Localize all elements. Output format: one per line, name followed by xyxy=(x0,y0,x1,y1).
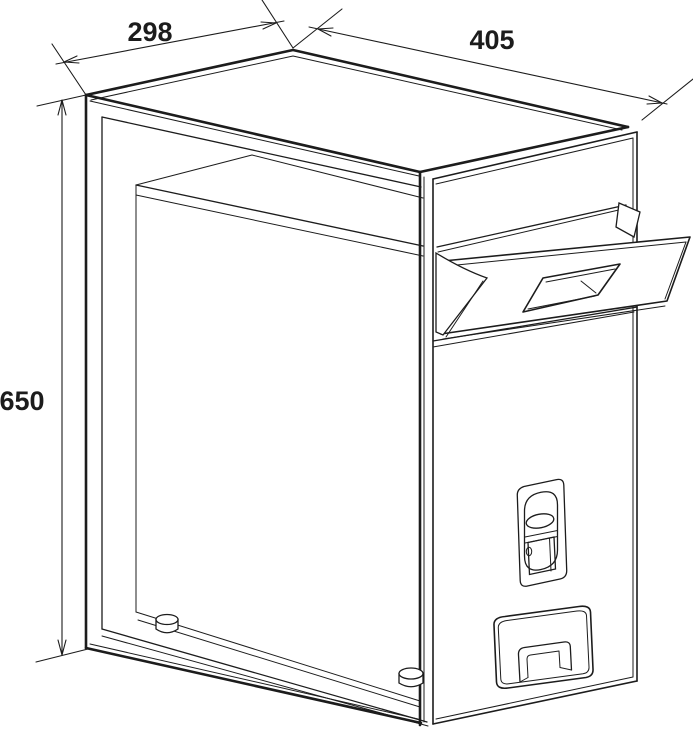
width-extension-line-left xyxy=(51,43,87,96)
flap-top-thickness xyxy=(446,241,687,267)
depth-dimension-line xyxy=(308,26,668,105)
width-extension-line-right xyxy=(261,0,294,49)
lock-latch-body xyxy=(527,536,557,576)
height-arrowhead-bottom xyxy=(57,639,67,656)
lock-thumb-turn xyxy=(525,513,555,529)
dimension-depth: 405 xyxy=(292,8,693,121)
flap-slot-crease xyxy=(580,280,597,294)
top-front-left-edge xyxy=(84,93,422,174)
bottom-thickness-line xyxy=(89,643,419,720)
front-left-thickness-line xyxy=(89,100,420,177)
foot-right-top xyxy=(398,667,424,680)
lock-plate xyxy=(516,478,568,587)
flap-opening-top-rail xyxy=(436,204,627,248)
opening-frame-top xyxy=(101,116,422,188)
flap-opening-top-rail-inner xyxy=(437,208,624,253)
flap-slot-inner-bottom xyxy=(527,295,596,310)
foot-right xyxy=(398,667,424,688)
panel-top-inner-line xyxy=(435,137,634,185)
flap-slot xyxy=(522,263,621,313)
cam-lock xyxy=(516,478,568,587)
handle-grip-inner xyxy=(526,650,561,678)
shelf-back-edge xyxy=(251,154,424,199)
flap-right-thickness xyxy=(664,241,687,300)
lock-bar-upper xyxy=(524,530,558,538)
handle-recess-outline xyxy=(493,605,594,690)
handle-recess-inner-line xyxy=(497,610,590,685)
lock-recess-capsule xyxy=(523,491,559,571)
panel-bottom-edge xyxy=(432,680,638,725)
depth-dimension-label: 405 xyxy=(469,25,514,55)
flap-left-cheek-inner xyxy=(445,280,484,338)
recessed-handle xyxy=(493,605,594,690)
dimension-height: 650 xyxy=(0,94,89,663)
depth-arrowhead-right xyxy=(646,95,663,105)
height-arrowhead-top xyxy=(57,99,67,116)
opening-frame-bottom-inner xyxy=(101,635,429,727)
bottom-edge xyxy=(84,646,423,725)
cabinet-interior xyxy=(135,154,424,708)
shelf-thickness-line xyxy=(135,194,424,257)
top-front-right-edge xyxy=(418,125,630,174)
width-dimension-label: 298 xyxy=(127,17,172,47)
mail-flap-assembly xyxy=(432,202,691,348)
handle-grip xyxy=(517,641,573,683)
flap-right-cheek xyxy=(615,202,641,238)
lock-keyhole xyxy=(525,546,533,557)
cabinet-carcass xyxy=(84,48,630,727)
shelf-left-edge xyxy=(135,154,253,186)
shelf-front-edge xyxy=(135,184,424,247)
flap-slot-inner-top xyxy=(545,268,616,283)
flap-opening-bottom-rail-inner xyxy=(432,311,635,348)
width-arrowhead-left xyxy=(63,55,80,64)
foot-left xyxy=(155,613,179,634)
panel-bottom-inner-line xyxy=(435,676,634,720)
foot-left-top xyxy=(155,613,179,626)
opening-frame-bottom xyxy=(101,628,428,723)
width-arrowhead-right xyxy=(260,21,277,30)
lock-latch-inner-line xyxy=(549,537,552,572)
depth-arrowhead-left xyxy=(317,27,334,37)
dimension-width: 298 xyxy=(51,0,294,96)
floor-thickness-line xyxy=(137,619,421,708)
height-dimension-label: 650 xyxy=(0,386,45,416)
floor-back-edge xyxy=(135,611,421,702)
flap-bottom-thickness xyxy=(442,305,666,340)
handle-grip-ends xyxy=(519,667,572,683)
depth-extension-line-right xyxy=(641,78,693,121)
adjustable-feet xyxy=(155,613,424,688)
panel-top-edge xyxy=(432,131,638,180)
flap-left-cheek xyxy=(435,251,489,336)
width-dimension-line xyxy=(55,20,285,65)
top-thickness-line xyxy=(90,55,623,131)
top-back-edges xyxy=(84,48,630,129)
dimensions: 298 405 650 xyxy=(0,0,693,663)
